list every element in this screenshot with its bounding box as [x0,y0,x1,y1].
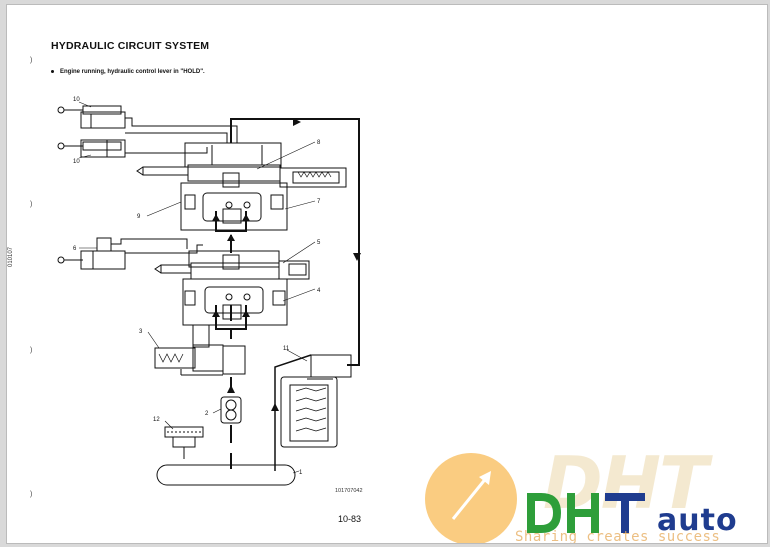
dht-logo-circle [425,453,517,543]
margin-mark: ) [30,201,33,208]
condition-note: Engine running, hydraulic control lever … [51,69,205,75]
pressure-lines [215,211,247,469]
manual-page: HYDRAULIC CIRCUIT SYSTEM Engine running,… [6,4,768,544]
filter-11 [280,354,352,448]
part-label: 2 [205,411,209,417]
figure-code: 101707042 [335,488,363,494]
flow-arrows [212,118,361,411]
page-number: 10-83 [338,514,362,524]
part-label: 10 [73,159,80,165]
bullet-icon [51,69,54,73]
part-label: 6 [73,246,77,252]
watermark-suffix: auto [657,503,738,538]
cylinder-10-lower [57,139,126,158]
part-label: 11 [283,346,290,352]
hydraulic-tank-1 [156,464,296,486]
part-label: 8 [317,140,321,146]
condition-note-text: Engine running, hydraulic control lever … [60,69,205,75]
cylinder-6 [57,237,126,270]
cylinder-10-upper [57,105,126,129]
margin-mark: ) [30,57,33,64]
margin-mark: ) [30,347,33,354]
upper-control-valve [136,142,347,231]
part-label: 10 [73,97,80,103]
part-label: 4 [317,288,321,294]
watermark-tagline: Sharing creates success [515,529,721,544]
part-label: 7 [317,199,321,205]
part-label: 1 [299,470,303,476]
valve-3 [154,324,246,376]
pump-2 [220,396,242,424]
hydraulic-circuit-diagram: 10 10 8 9 7 6 5 4 3 11 2 12 1 [57,97,361,486]
leader-lines [78,101,316,474]
part-label: 12 [153,417,160,423]
lower-control-valve [154,250,310,326]
part-label: 3 [139,329,143,335]
part-label: 9 [137,214,141,220]
dht-logo-letters [527,493,645,533]
part-label: 5 [317,240,321,246]
part-labels: 10 10 8 9 7 6 5 4 3 11 2 12 1 [73,97,321,476]
strainer-12 [164,426,204,459]
margin-mark: ) [30,491,33,498]
page-title: HYDRAULIC CIRCUIT SYSTEM [51,40,210,52]
